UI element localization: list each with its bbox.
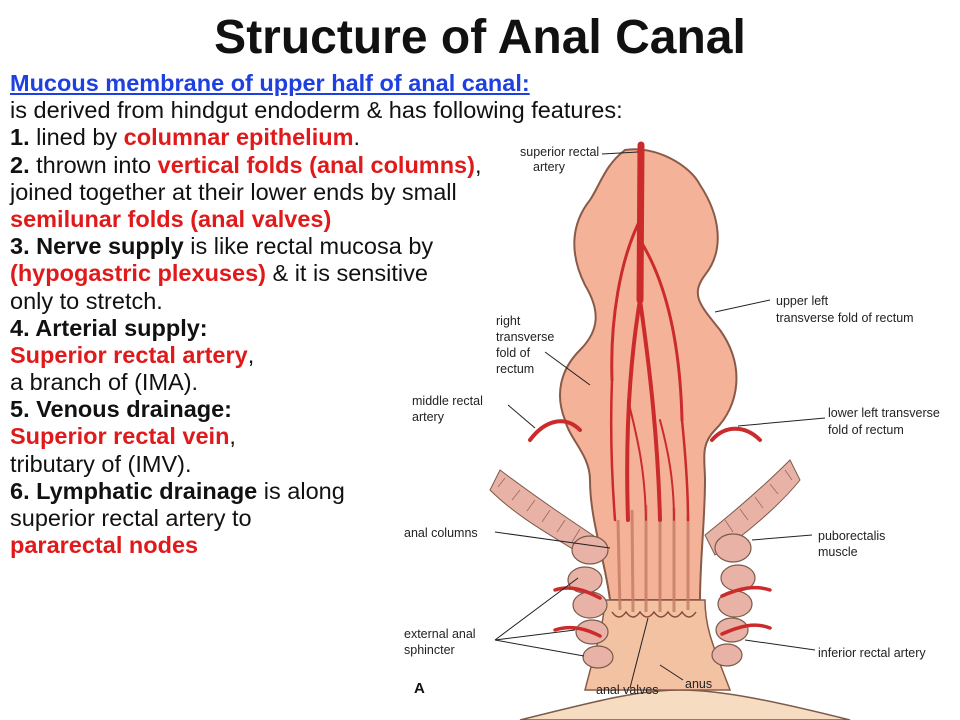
slide-title: Structure of Anal Canal [214,11,746,64]
item-4-heading: 4. Arterial supply: [10,314,208,341]
label-superior-rectal-artery-1: superior rectal [520,145,599,159]
middle-rectal-arteries [528,419,762,442]
label-puborectalis-1: puborectalis [818,529,885,543]
item-2-second-line: semilunar folds (anal valves) [10,206,810,233]
text-content: Mucous membrane of upper half of anal ca… [10,70,810,559]
superior-rectal-artery [609,141,690,522]
item-6-continuation: superior rectal artery to [10,505,252,531]
item-3-second-line: (hypogastric plexuses) & it is sensitive [10,260,810,287]
item-4: 4. Arterial supply: [10,315,810,342]
label-external-sphincter-1: external anal [404,627,476,641]
item-2-end: , [474,151,482,178]
anal-margin-skin [519,689,851,720]
label-superior-rectal-artery-2: artery [533,160,566,174]
section-heading-line: Mucous membrane of upper half of anal ca… [10,70,810,97]
item-4-highlight: Superior rectal artery [10,341,248,368]
label-upper-left-fold-2: transverse fold of rectum [776,311,914,325]
leader-lines [494,151,826,689]
item-1-highlight: columnar epithelium [123,124,354,151]
item-1-number: 1. [10,124,30,151]
label-external-sphincter-2: sphincter [404,643,455,657]
item-2-continuation: joined together at their lower ends by s… [10,178,457,205]
inferior-rectal-arteries [553,585,772,638]
item-5-second-line: Superior rectal vein, [10,423,810,450]
item-6-text: is along [263,477,345,504]
item-4-continuation: a branch of (IMA). [10,369,199,396]
item-2-number: 2. [10,151,30,178]
item-3-continuation: only to stretch. [10,287,163,314]
label-right-fold-2: transverse [496,330,554,344]
anal-columns [616,505,690,613]
intro-line: is derived from hindgut endoderm & has f… [10,97,623,124]
item-4-second-line: Superior rectal artery, [10,342,810,369]
item-3-text-2: & it is sensitive [272,260,428,287]
item-1-end: . [353,124,361,151]
item-3: 3. Nerve supply is like rectal mucosa by [10,233,810,260]
label-anal-valves: anal valves [596,683,659,697]
item-2-highlight-2: semilunar folds (anal valves) [10,205,332,232]
item-2-text: thrown into [36,151,152,178]
label-right-fold-1: right [496,314,521,328]
item-5-heading: 5. Venous drainage: [10,396,233,423]
label-anal-columns: anal columns [404,526,478,540]
figure-letter: A [414,680,425,697]
label-right-fold-3: fold of [496,346,531,360]
item-6-heading: 6. Lymphatic drainage [10,477,258,504]
label-right-fold-4: rectum [496,362,534,376]
anal-valves [611,610,697,618]
label-lower-left-fold-2: fold of rectum [828,423,904,437]
section-heading[interactable]: Mucous membrane of upper half of anal ca… [10,70,530,96]
item-3-heading: 3. Nerve supply [10,233,184,260]
label-inferior-rectal-artery: inferior rectal artery [818,646,926,660]
label-anus: anus [685,677,712,691]
item-2-highlight: vertical folds (anal columns) [157,151,475,178]
label-lower-left-fold-1: lower left transverse [828,406,940,420]
item-1: 1. lined by columnar epithelium. [10,124,810,151]
item-4-end: , [247,341,255,368]
label-puborectalis-2: muscle [818,545,858,559]
item-5: 5. Venous drainage: [10,396,810,423]
label-middle-rectal-artery-2: artery [412,410,445,424]
label-middle-rectal-artery-1: middle rectal [412,394,483,408]
levator-ani-right [704,459,801,556]
label-upper-left-fold-1: upper left [776,294,829,308]
item-5-continuation: tributary of (IMV). [10,450,192,477]
item-3-text: is like rectal mucosa by [190,233,434,260]
item-3-highlight: (hypogastric plexuses) [10,260,266,287]
external-sphincter-right [711,533,756,667]
item-6-last-line: pararectal nodes [10,532,810,559]
item-2: 2. thrown into vertical folds (anal colu… [10,152,810,179]
item-6: 6. Lymphatic drainage is along [10,478,810,505]
anal-canal-figure: superior rectal artery upper left transv… [398,138,960,720]
anal-canal-illustration: superior rectal artery upper left transv… [404,141,940,720]
item-5-highlight: Superior rectal vein [10,423,230,450]
item-6-highlight: pararectal nodes [10,532,199,559]
external-sphincter-left [567,535,614,669]
item-1-text: lined by [36,124,118,151]
muscle-striations [497,469,793,543]
item-5-end: , [229,423,236,450]
